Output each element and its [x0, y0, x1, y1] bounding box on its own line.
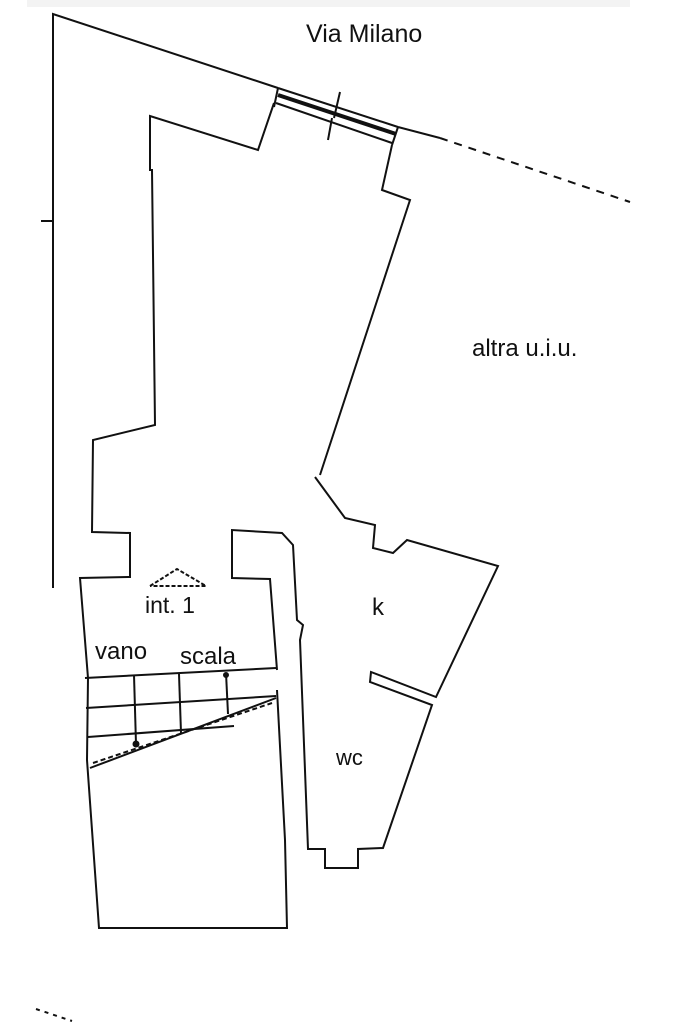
lot-boundary: [41, 12, 631, 588]
stair-block: [85, 677, 289, 929]
bathroom-label: wc: [336, 745, 363, 770]
interior-label: int. 1: [145, 592, 195, 618]
stairs: [84, 667, 277, 769]
corner-stub: [35, 1008, 73, 1022]
street-label: Via Milano: [306, 20, 423, 48]
unit-outline: [78, 102, 500, 869]
neighbor-unit-label: altra u.i.u.: [472, 335, 578, 362]
stairwell-label-scala: scala: [180, 643, 237, 670]
stairwell-label-vano: vano: [95, 638, 148, 665]
entry-triangle-icon: [149, 567, 210, 587]
kitchen-label: k: [372, 594, 384, 621]
entrance-threshold: [273, 87, 399, 146]
top-strip: [27, 0, 630, 7]
